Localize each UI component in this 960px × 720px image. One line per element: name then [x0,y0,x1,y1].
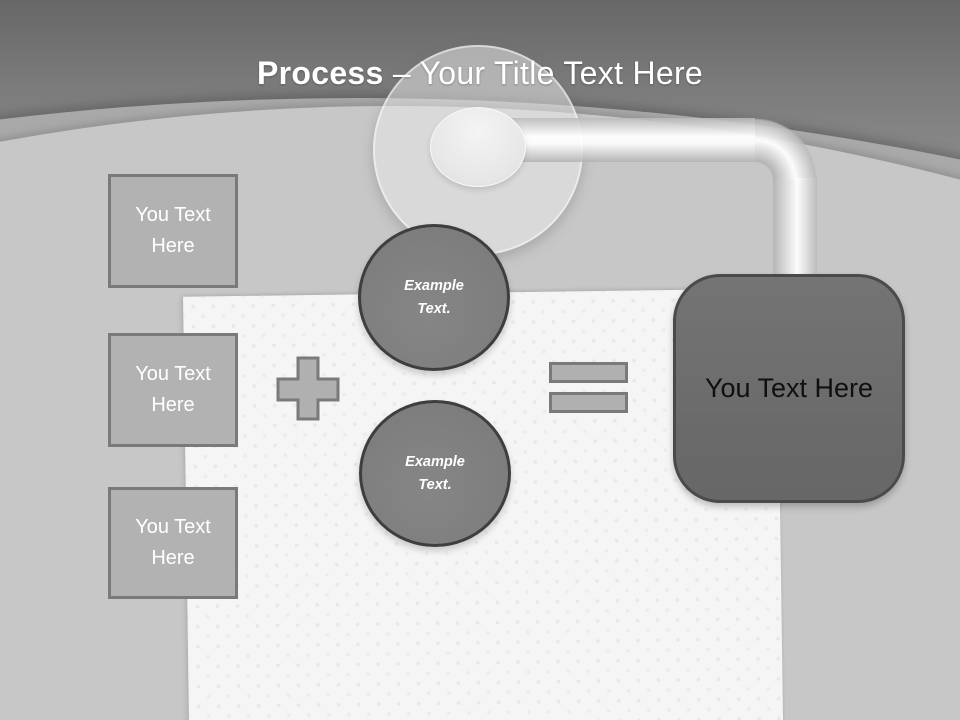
slide-title: Process – Your Title Text Here [0,54,960,92]
result-box-label: You Text Here [704,373,874,403]
example-circle-1-label: Example Text. [404,277,464,317]
example-circle-2: Example Text. [359,400,511,547]
equals-icon [549,362,628,413]
slide-title-emphasis: Process [256,55,384,91]
slide-title-rest: – Your Title Text Here [383,55,704,91]
decorative-pipe-vertical [773,178,817,284]
plus-icon [276,356,340,421]
result-box: You Text Here [673,274,905,503]
equals-bar-top [549,362,628,383]
input-box-1: You Text Here [108,174,238,288]
input-box-3-label: You Text Here [135,516,211,569]
input-box-2: You Text Here [108,333,238,447]
input-box-1-label: You Text Here [135,204,211,257]
input-box-3: You Text Here [108,487,238,599]
decorative-knob-icon [430,107,526,187]
input-box-2-label: You Text Here [135,363,211,416]
decorative-pipe-horizontal [492,118,755,162]
equals-bar-bottom [549,392,628,413]
example-circle-1: Example Text. [358,224,510,371]
decorative-pipe-corner [755,118,817,180]
example-circle-2-label: Example Text. [405,453,465,493]
